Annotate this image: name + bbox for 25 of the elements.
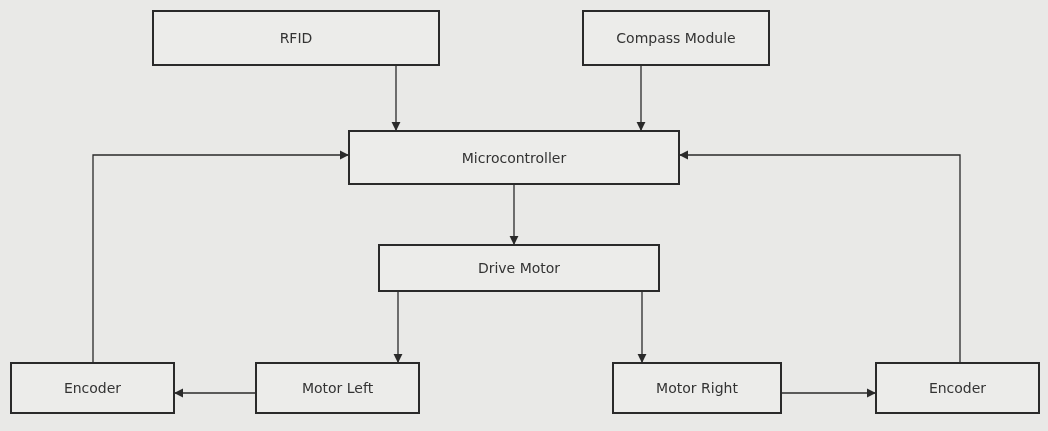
process-box <box>582 10 770 66</box>
box-label: Compass Module <box>616 30 736 46</box>
arrow <box>679 150 961 363</box>
box-label: Encoder <box>928 380 987 396</box>
box-label: Motor Left <box>301 380 374 396</box>
arrow <box>391 65 401 131</box>
process-box <box>255 362 420 414</box>
process-box <box>378 244 660 292</box>
process-box <box>348 130 680 185</box>
process-box <box>875 362 1040 414</box>
arrow <box>637 291 647 363</box>
box-label: Drive Motor <box>477 260 561 276</box>
process-box <box>152 10 440 66</box>
box-label: RFID <box>279 30 313 46</box>
arrow <box>174 388 256 398</box>
arrow <box>393 291 403 363</box>
arrow <box>636 65 646 131</box>
box-label: Encoder <box>63 380 122 396</box>
arrow <box>509 184 519 245</box>
process-box <box>612 362 782 414</box>
arrow <box>781 388 876 398</box>
box-label: Microcontroller <box>461 149 567 166</box>
arrow <box>92 150 349 363</box>
process-box <box>10 362 175 414</box>
box-label: Motor Right <box>656 380 738 396</box>
